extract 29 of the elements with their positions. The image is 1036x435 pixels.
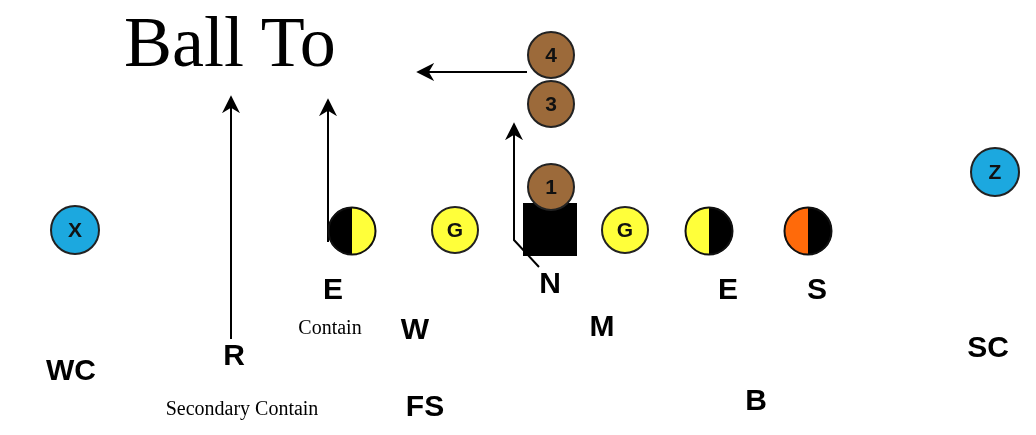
arrow: [416, 63, 528, 81]
half-filled-circle: [327, 206, 377, 256]
position-letter: M: [589, 311, 615, 341]
center-square: [523, 203, 577, 256]
player-circle: 4: [527, 31, 575, 79]
position-letter: S: [807, 274, 827, 304]
player-circle: 1: [527, 163, 575, 211]
arrow: [505, 122, 540, 268]
assignment-label: Contain: [298, 317, 362, 337]
position-letter: W: [400, 314, 430, 344]
guard-circle: G: [431, 206, 479, 254]
position-letter: E: [323, 274, 343, 304]
position-letter: N: [533, 267, 567, 299]
half-filled-circle: [684, 206, 734, 256]
arrow: [222, 95, 240, 340]
receiver-circle: X: [50, 205, 100, 255]
player-circle: 3: [527, 80, 575, 128]
half-filled-circle: [783, 206, 833, 256]
arrow: [319, 98, 337, 243]
title: Ball To: [124, 6, 336, 78]
assignment-label: Secondary Contain: [165, 398, 319, 418]
guard-circle: G: [601, 206, 649, 254]
position-letter: B: [745, 385, 767, 415]
position-letter: FS: [405, 391, 445, 421]
position-letter: SC: [967, 332, 1009, 362]
receiver-circle: Z: [970, 147, 1020, 197]
position-letter: E: [718, 274, 738, 304]
position-letter: WC: [46, 355, 96, 385]
position-letter: R: [218, 339, 250, 371]
